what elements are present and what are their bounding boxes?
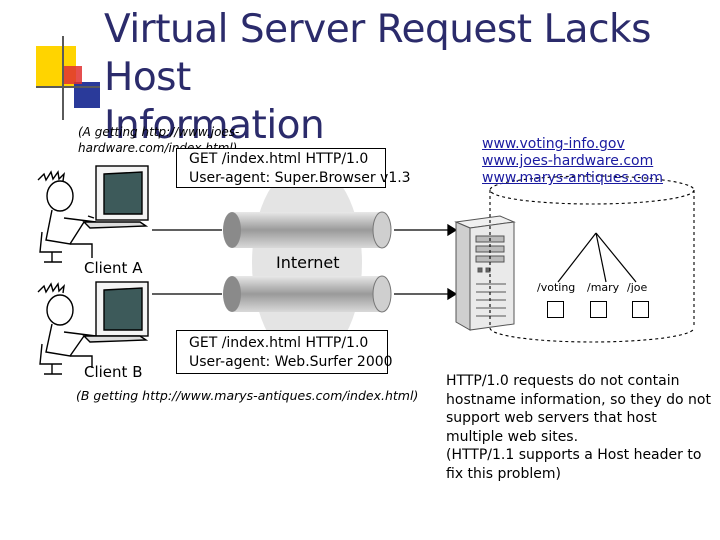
title-line-2: Information bbox=[104, 103, 325, 148]
client-b-figure bbox=[37, 281, 149, 375]
server-tower-icon bbox=[454, 215, 516, 331]
path-label-voting: /voting bbox=[537, 281, 576, 294]
client-a-request-box: GET /index.html HTTP/1.0 User-agent: Sup… bbox=[176, 148, 411, 188]
folder-icon bbox=[632, 301, 649, 318]
path-label-mary: /mary bbox=[587, 281, 620, 294]
title-line-1: Virtual Server Request Lacks Host bbox=[104, 7, 651, 100]
host-link[interactable]: www.voting-info.gov bbox=[482, 136, 625, 152]
arrow-b bbox=[152, 287, 458, 301]
deco-horizontal-line bbox=[36, 86, 100, 88]
internet-label: Internet bbox=[276, 253, 340, 272]
network-pipe-a bbox=[223, 211, 392, 249]
deco-vertical-line bbox=[62, 36, 64, 120]
virtual-host-list: www.voting-info.gov www.joes-hardware.co… bbox=[482, 136, 663, 187]
client-b-label: Client B bbox=[84, 363, 143, 381]
folder-icon bbox=[590, 301, 607, 318]
arrow-a bbox=[152, 223, 458, 237]
host-link[interactable]: www.joes-hardware.com bbox=[482, 153, 654, 169]
note-line: multiple web sites. bbox=[446, 428, 579, 445]
directory-tree bbox=[557, 232, 637, 283]
folder-icon bbox=[547, 301, 564, 318]
host-link[interactable]: www.marys-antiques.com bbox=[482, 170, 663, 186]
note-line: fix this problem) bbox=[446, 465, 561, 482]
client-a-request-line-2: User-agent: Super.Browser v1.3 bbox=[189, 170, 411, 186]
slide-title: Virtual Server Request Lacks Host Inform… bbox=[104, 6, 714, 150]
client-a-label: Client A bbox=[84, 259, 143, 277]
note-line: support web servers that host bbox=[446, 410, 657, 426]
note-line: (HTTP/1.1 supports a Host header to bbox=[446, 447, 702, 463]
server-cylinder bbox=[489, 175, 695, 343]
network-pipe-b bbox=[223, 275, 392, 313]
explanation-note: HTTP/1.0 requests do not contain hostnam… bbox=[446, 372, 716, 483]
client-b-request-line-2: User-agent: Web.Surfer 2000 bbox=[189, 354, 393, 370]
client-a-caption: (A getting http://www.joes-hardware.com/… bbox=[78, 125, 240, 155]
client-a-figure bbox=[37, 165, 149, 263]
note-line: HTTP/1.0 requests do not contain bbox=[446, 373, 680, 389]
deco-red-square bbox=[64, 66, 82, 84]
client-b-request-box: GET /index.html HTTP/1.0 User-agent: Web… bbox=[176, 330, 393, 374]
client-b-caption: (B getting http://www.marys-antiques.com… bbox=[76, 388, 419, 403]
client-b-request-line-1: GET /index.html HTTP/1.0 bbox=[189, 335, 369, 351]
path-label-joe: /joe bbox=[627, 281, 648, 294]
client-a-request-line-1: GET /index.html HTTP/1.0 bbox=[189, 151, 369, 167]
note-line: hostname information, so they do not bbox=[446, 391, 711, 408]
